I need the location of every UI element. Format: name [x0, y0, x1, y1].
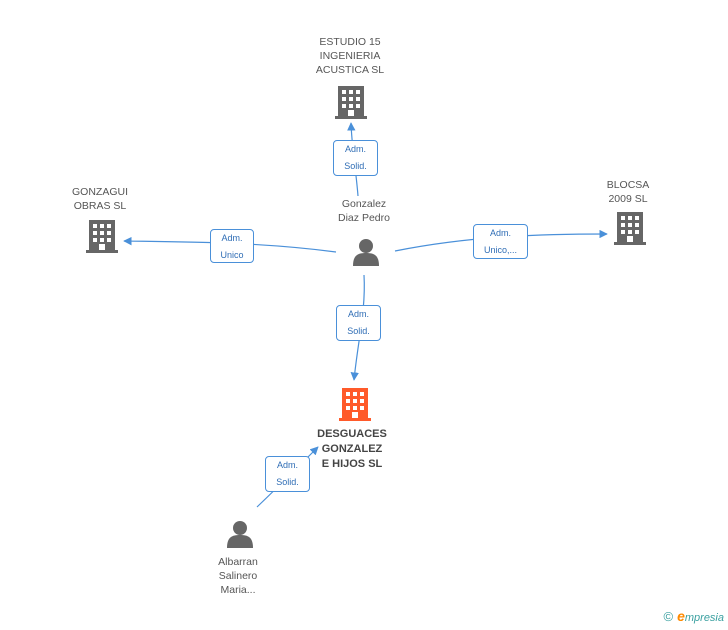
edge-label-to-estudio: Adm. Solid. — [333, 140, 378, 176]
building-icon-gonzagui[interactable] — [86, 220, 118, 253]
brand-logo-e: e — [677, 608, 685, 624]
copyright-icon: © — [663, 609, 674, 624]
edge-label-to-blocsa: Adm. Unico,... — [473, 224, 528, 259]
node-label-albarran[interactable]: Albarran Salinero Maria... — [218, 556, 258, 596]
building-icon-blocsa[interactable] — [614, 212, 646, 245]
node-label-gonzalez[interactable]: Gonzalez Diaz Pedro — [338, 198, 390, 224]
person-icon-gonzalez[interactable] — [353, 239, 379, 266]
node-label-blocsa[interactable]: BLOCSA 2009 SL — [606, 179, 650, 205]
node-label-estudio[interactable]: ESTUDIO 15 INGENIERIA ACUSTICA SL — [315, 36, 385, 76]
edge-label-to-desguaces: Adm. Solid. — [336, 305, 381, 341]
node-label-gonzagui[interactable]: GONZAGUI OBRAS SL — [71, 186, 128, 212]
empresia-brand: ©empresia — [663, 608, 724, 624]
person-icon-albarran[interactable] — [227, 521, 253, 548]
brand-logo-text: mpresia — [684, 612, 724, 624]
building-icon-estudio[interactable] — [335, 86, 367, 119]
edge-label-albarran-to-desguaces: Adm. Solid. — [265, 456, 310, 492]
building-icon-desguaces[interactable] — [339, 388, 371, 421]
node-label-desguaces[interactable]: DESGUACES GONZALEZ E HIJOS SL — [317, 428, 387, 470]
edge-label-to-gonzagui: Adm. Unico — [210, 229, 254, 263]
